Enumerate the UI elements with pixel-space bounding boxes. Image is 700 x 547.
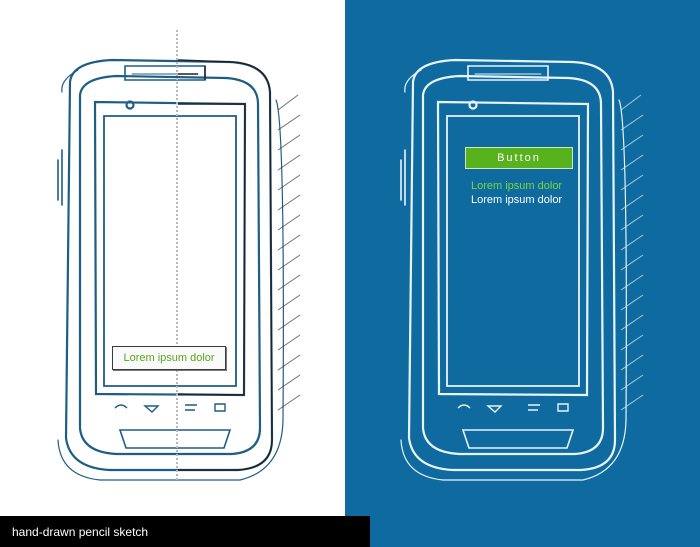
phone-pencil-drawing [57, 58, 301, 481]
center-divider-dots [176, 30, 178, 480]
text-field-sketch: Lorem ipsum dolor [112, 346, 226, 370]
field-text: Lorem ipsum dolor [123, 352, 215, 364]
pencil-sketch-panel [0, 0, 345, 547]
caption-text: hand-drawn pencil sketch [12, 524, 149, 539]
sketch-button[interactable]: Button [465, 147, 573, 169]
lorem-line-green: Lorem ipsum dolor [471, 180, 563, 192]
button-label: Button [497, 152, 541, 164]
lorem-line-white: Lorem ipsum dolor [471, 194, 563, 206]
phone-blueprint-drawing [400, 58, 644, 481]
caption-bar: hand-drawn pencil sketch [0, 516, 370, 547]
